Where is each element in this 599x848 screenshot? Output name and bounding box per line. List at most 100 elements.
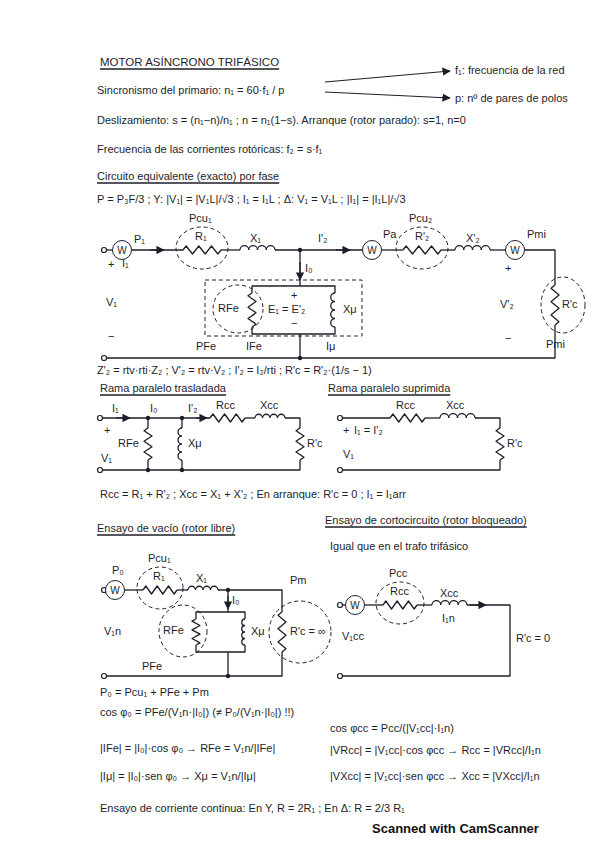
wire xyxy=(275,249,362,250)
note-text: R'c xyxy=(307,437,323,450)
junction-dot xyxy=(298,356,302,360)
terminal xyxy=(338,603,343,608)
loss-ellipse: Pcu₁R₁ xyxy=(136,566,184,610)
junction-dot xyxy=(180,468,184,472)
inductor-symbol xyxy=(178,428,182,460)
resistor-symbol xyxy=(390,414,425,422)
dashed-ellipse xyxy=(269,601,331,663)
note-text: R'c xyxy=(507,437,523,450)
note-text: |Iμ| = |I₀|·sen φ₀ → Xμ = V₁n/|Iμ| xyxy=(100,770,256,783)
note-text: V₁ xyxy=(101,452,112,465)
wire xyxy=(342,417,390,418)
note-text: X'₂ xyxy=(466,232,480,245)
note-text: Rcc xyxy=(396,399,415,412)
note-text: + xyxy=(343,424,349,437)
watermark: Scanned with CamScanner xyxy=(372,822,539,835)
note-text: P₁ xyxy=(134,233,145,246)
wire xyxy=(365,604,383,605)
wattmeter: W xyxy=(112,240,132,260)
note-text: I'₂ xyxy=(188,402,197,415)
power-label: PFe xyxy=(142,660,162,673)
wattmeter: W xyxy=(505,240,525,260)
note-text: Pmi xyxy=(527,228,546,241)
wire xyxy=(299,334,300,358)
underline xyxy=(97,182,279,183)
note-text: Z'₂ = rtv·rti·Z₂ ; V'₂ = rtv·V₂ ; I'₂ = … xyxy=(97,364,372,377)
junction-dot xyxy=(226,588,230,592)
current-arrow xyxy=(150,249,164,250)
current-arrow xyxy=(299,262,300,280)
wire xyxy=(342,605,510,676)
terminal xyxy=(98,468,103,473)
note-text: I₁ = I'₂ xyxy=(354,424,383,437)
note-text: I₁n xyxy=(442,612,455,625)
wattmeter: W xyxy=(362,240,382,260)
note-text: − xyxy=(108,330,114,343)
note-text: Iμ xyxy=(326,340,335,353)
dashed-ellipse xyxy=(541,277,585,333)
wattmeter: W xyxy=(105,580,125,600)
current-arrow xyxy=(196,417,207,418)
loss-ellipse: Pcu₁R₁ xyxy=(175,226,229,270)
note-text: Igual que en el trafo trifásico xyxy=(330,540,468,553)
note-text: P₀ = Pcu₁ + PFe + Pm xyxy=(100,686,209,699)
note-text: Xcc xyxy=(446,399,464,412)
inductor-symbol xyxy=(455,246,490,250)
underline xyxy=(97,534,235,535)
wire xyxy=(425,417,440,418)
junction-dot xyxy=(180,416,184,420)
note-text: I'₂ xyxy=(318,232,327,245)
current-arrow xyxy=(336,249,350,250)
note-text: I₀ xyxy=(150,402,158,415)
meter-letter: W xyxy=(350,599,359,612)
meter-letter: W xyxy=(367,244,376,257)
power-label: Pcc xyxy=(389,567,407,580)
resistor-label: RFe xyxy=(218,302,239,315)
note-text: Sincronismo del primario: n₁ = 60·f₁ / p xyxy=(97,84,284,97)
resistor-label: RFe xyxy=(163,624,184,637)
note-text: − xyxy=(291,317,297,330)
dashed-ellipse xyxy=(396,227,448,269)
power-label: Pcu₁ xyxy=(148,552,171,565)
note-text: Xcc xyxy=(440,587,458,600)
inductor-symbol xyxy=(440,414,475,418)
wire xyxy=(125,589,143,590)
note-text: Rcc xyxy=(216,399,235,412)
note-text: Frecuencia de las corrientes rotóricas: … xyxy=(97,143,322,156)
note-text: Rama paralelo suprimida xyxy=(328,382,450,395)
note-text: − xyxy=(505,332,511,345)
power-label: Pcu₁ xyxy=(189,212,212,225)
inductor-symbol xyxy=(331,293,335,327)
resistor-label: R₁ xyxy=(153,570,165,583)
note-text: Ensayo de cortocircuito (rotor bloqueado… xyxy=(325,514,527,527)
resistor-label: R'c xyxy=(562,298,578,311)
note-text: p: nº de pares de polos xyxy=(455,92,568,105)
loss-ellipse: PFeRFe xyxy=(212,284,264,334)
junction-dot xyxy=(146,416,150,420)
note-text: cos φcc = Pcc/(|V₁cc|·I₁n) xyxy=(330,722,454,735)
terminal xyxy=(338,674,343,679)
wattmeter: W xyxy=(345,595,365,615)
note-text: Xμ xyxy=(343,303,357,316)
inductor-symbol xyxy=(188,586,218,590)
resistor-symbol xyxy=(248,293,256,327)
note-text: X₁ xyxy=(196,572,207,585)
note-text: V₁n xyxy=(104,625,121,638)
wire xyxy=(342,460,500,470)
wire xyxy=(475,418,500,428)
note-text: + xyxy=(505,262,511,275)
meter-letter: W xyxy=(510,244,519,257)
note-text: + xyxy=(104,424,110,437)
dashed-ellipse xyxy=(159,605,207,657)
resistor-symbol xyxy=(183,246,221,254)
note-text: E₁ = E'₂ xyxy=(268,303,305,316)
junction-dot xyxy=(298,248,302,252)
wire xyxy=(196,645,245,652)
wire xyxy=(221,249,240,250)
note-text: I₁ xyxy=(112,402,119,415)
resistor-label: R'₂ xyxy=(415,230,429,243)
note-text: Ensayo de vacío (rotor libre) xyxy=(97,522,235,535)
wire xyxy=(218,590,282,612)
note-text: f₁: frecuencia de la red xyxy=(455,64,565,77)
current-arrow xyxy=(116,417,130,418)
